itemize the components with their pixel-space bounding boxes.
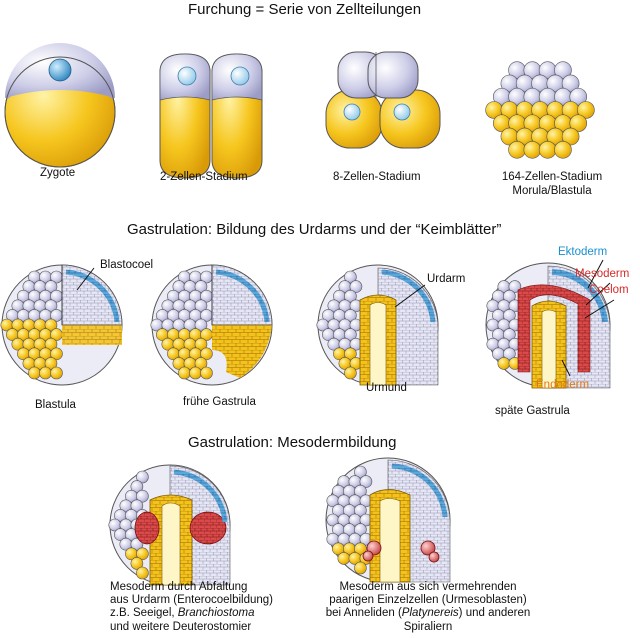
surface-cell (39, 367, 51, 379)
morula-cell (539, 141, 556, 158)
endoderm-label: Endoderm (536, 379, 589, 393)
blastula-illustration (1, 265, 122, 385)
blastopore-label: Urmund (366, 382, 407, 396)
branchiostoma-name: Branchiostoma (178, 607, 255, 619)
archenteron-label: Urdarm (427, 273, 465, 287)
morula-cell (509, 141, 526, 158)
surface-cell (498, 357, 510, 369)
early-gastrula-label: frühe Gastrula (183, 396, 256, 410)
coelom-label: Coelom (589, 284, 629, 298)
late-gastrula-label: späte Gastrula (495, 405, 570, 419)
surface-cell (189, 367, 201, 379)
mesoderm-heading: Gastrulation: Mesodermbildung (188, 434, 396, 452)
enterocoel-caption-line3: z.B. Seeigel, Branchiostoma (110, 607, 273, 620)
schizocoel-caption-line3-suffix: ) und anderen (459, 607, 531, 619)
blastula-label: Blastula (35, 399, 76, 413)
ectoderm-label: Ektoderm (558, 246, 607, 260)
morula-label-line1: 164-Zellen-Stadium (492, 171, 612, 185)
cleavage-heading: Furchung = Serie von Zellteilungen (188, 1, 421, 19)
enterocoel-caption-line4: und weitere Deuterostomier (110, 621, 273, 634)
schizocoel-caption: Mesoderm aus sich vermehrenden paarigen … (306, 581, 550, 634)
morula-cell (524, 141, 541, 158)
eight-cell-illustration (326, 52, 440, 148)
schizocoel-gastrula-illustration (326, 458, 450, 582)
two-cell-label: 2-Zellen-Stadium (160, 171, 248, 185)
surface-cell (136, 567, 148, 579)
surface-cell (50, 367, 62, 379)
morula-illustration (486, 62, 595, 159)
schizocoel-caption-line3: bei Anneliden (Platynereis) und anderen (306, 607, 550, 620)
eight-cell-label: 8-Zellen-Stadium (333, 171, 421, 185)
enterocoel-caption-line2: aus Urdarm (Enterocoelbildung) (110, 594, 273, 607)
schizocoel-caption-line4: Spiraliern (306, 621, 550, 634)
morula-cell (554, 141, 571, 158)
schizocoel-caption-line3-prefix: bei Anneliden ( (326, 607, 402, 619)
surface-cell (178, 367, 190, 379)
gastrula-with-archenteron-illustration (317, 265, 438, 385)
early-gastrula-illustration (151, 265, 272, 385)
enterocoel-caption: Mesoderm durch Abfaltung aus Urdarm (Ent… (110, 581, 273, 634)
surface-cell (338, 552, 350, 564)
schizocoel-caption-line1: Mesoderm aus sich vermehrenden (306, 581, 550, 594)
gastrulation-heading: Gastrulation: Bildung des Urdarms und de… (127, 221, 501, 239)
mesoderm-label: Mesoderm (575, 268, 629, 282)
platynereis-name: Platynereis (402, 607, 459, 619)
surface-cell (354, 562, 366, 574)
zygote-label: Zygote (40, 167, 75, 181)
morula-label-line2: Morula/Blastula (492, 185, 612, 199)
two-cell-illustration (160, 54, 262, 178)
surface-cell (28, 367, 40, 379)
enterocoel-caption-line3-text: z.B. Seeigel, (110, 607, 178, 619)
zygote-illustration (5, 43, 115, 167)
surface-cell (344, 367, 356, 379)
schizocoel-caption-line2: paarigen Einzelzellen (Urmesoblasten) (306, 594, 550, 607)
surface-cell (200, 367, 212, 379)
enterocoel-gastrula-illustration (109, 465, 230, 585)
blastocoel-label: Blastocoel (100, 259, 153, 273)
enterocoel-caption-line1: Mesoderm durch Abfaltung (110, 581, 273, 594)
morula-label: 164-Zellen-Stadium Morula/Blastula (492, 171, 612, 199)
